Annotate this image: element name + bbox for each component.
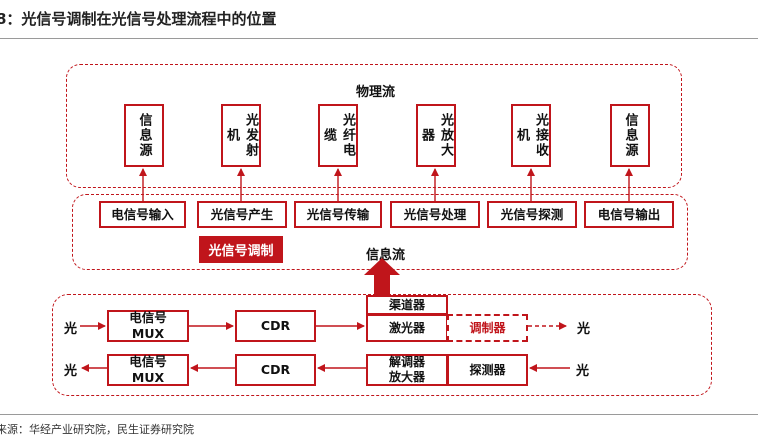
node-optical-transmitter: 光发射机: [221, 104, 261, 167]
step-optical-generation: 光信号产生: [197, 201, 287, 228]
page-title: 8：光信号调制在光信号处理流程中的位置: [0, 10, 277, 28]
output-light-top: 光: [577, 322, 591, 337]
physical-flow-label: 物理流: [356, 85, 396, 100]
electrical-mux-bottom: 电信号 MUX: [107, 354, 189, 386]
info-flow-label: 信息流: [366, 248, 406, 263]
channelizer: 渠道器: [366, 295, 448, 315]
node-optical-amplifier: 光放大器: [416, 104, 456, 167]
modulation-highlight: 光信号调制: [199, 236, 283, 263]
source-note: 来源：华经产业研究院，民生证券研究院: [0, 423, 194, 436]
physical-flow-group: [66, 64, 682, 188]
step-electrical-output: 电信号输出: [584, 201, 674, 228]
node-info-source-1: 信息源: [124, 104, 164, 167]
output-light-bottom: 光: [64, 364, 78, 379]
demodulator-amplifier: 解调器 放大器: [366, 354, 448, 386]
laser: 激光器: [366, 314, 448, 342]
step-optical-processing: 光信号处理: [390, 201, 480, 228]
footer-divider: [0, 414, 758, 415]
cdr-top: CDR: [235, 310, 316, 342]
title-divider: [0, 38, 758, 39]
input-light-bottom: 光: [576, 364, 590, 379]
node-info-source-2: 信息源: [610, 104, 650, 167]
step-optical-transmission: 光信号传输: [294, 201, 382, 228]
step-optical-detection: 光信号探测: [487, 201, 577, 228]
step-electrical-input: 电信号输入: [99, 201, 186, 228]
input-light-top: 光: [64, 322, 78, 337]
detector: 探测器: [447, 354, 528, 386]
cdr-bottom: CDR: [235, 354, 316, 386]
node-fiber-cable: 光纤电缆: [318, 104, 358, 167]
modulator-box: 调制器: [447, 314, 528, 342]
electrical-mux-top: 电信号 MUX: [107, 310, 189, 342]
node-optical-receiver: 光接收机: [511, 104, 551, 167]
